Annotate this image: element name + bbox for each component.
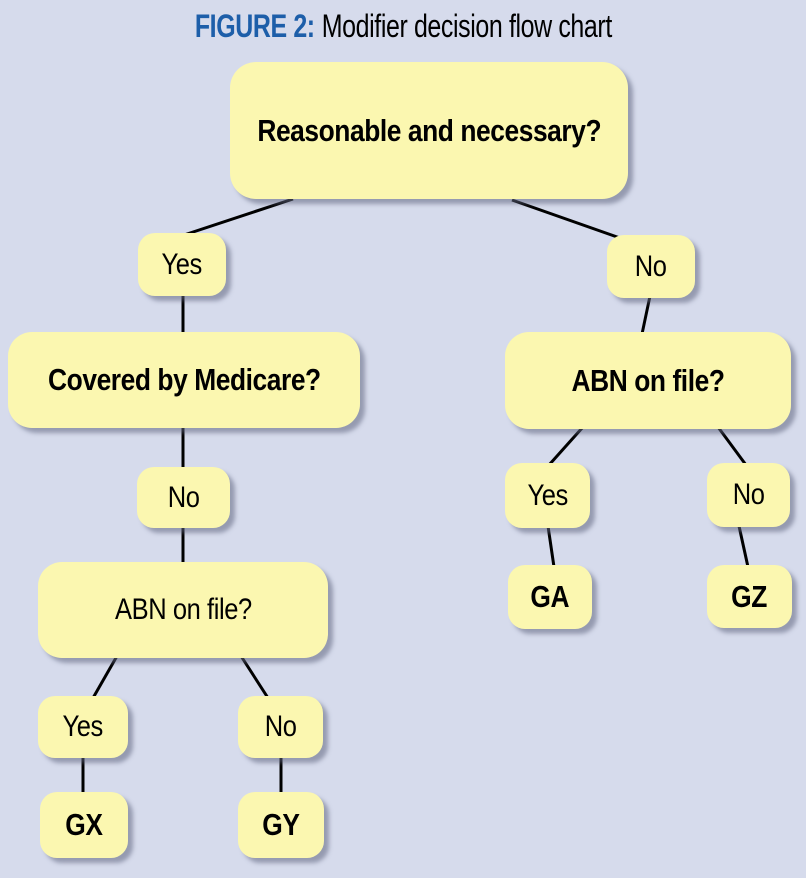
edge-reasonable-to-yes-1 bbox=[180, 197, 294, 238]
figure-label: FIGURE 2: bbox=[194, 8, 315, 44]
flow-node-label-no-left: No bbox=[264, 710, 297, 743]
edge-reasonable-to-no-1 bbox=[511, 198, 621, 240]
flow-node-no-left: No bbox=[238, 696, 323, 758]
flow-node-reasonable: Reasonable and necessary? bbox=[230, 62, 628, 199]
edge-abn-on-file-left-to-no-left bbox=[239, 655, 270, 699]
flow-node-label-modifier-ga: GA bbox=[530, 579, 570, 614]
flow-node-no-right: No bbox=[707, 463, 790, 527]
flow-node-label-yes-left: Yes bbox=[62, 710, 104, 743]
flow-node-label-abn-on-file-left: ABN on file? bbox=[114, 593, 252, 626]
flow-node-label-yes-right: Yes bbox=[527, 478, 568, 512]
flow-node-covered-by-medicare: Covered by Medicare? bbox=[8, 332, 360, 428]
flow-node-no-1: No bbox=[607, 235, 695, 298]
flow-node-label-no-right: No bbox=[732, 478, 765, 511]
flow-node-yes-right: Yes bbox=[505, 463, 590, 528]
flow-node-abn-on-file-left: ABN on file? bbox=[38, 562, 328, 658]
flow-node-modifier-gy: GY bbox=[238, 792, 324, 858]
flow-node-abn-on-file-right: ABN on file? bbox=[505, 332, 791, 429]
flow-node-label-modifier-gz: GZ bbox=[731, 578, 768, 614]
figure-caption-text: FIGURE 2:Modifier decision flow chart bbox=[194, 8, 611, 45]
edge-no-right-to-modifier-gz bbox=[737, 525, 750, 568]
figure-caption: FIGURE 2:Modifier decision flow chart bbox=[0, 8, 806, 45]
figure-title: Modifier decision flow chart bbox=[321, 8, 612, 44]
flow-node-label-covered-by-medicare: Covered by Medicare? bbox=[47, 362, 321, 397]
flow-node-yes-left: Yes bbox=[38, 696, 128, 758]
flow-node-no-2: No bbox=[137, 467, 230, 528]
flow-node-modifier-gz: GZ bbox=[707, 565, 792, 628]
edge-abn-on-file-right-to-no-right bbox=[716, 426, 748, 466]
flow-node-yes-1: Yes bbox=[138, 233, 226, 296]
edge-no-1-to-abn-on-file-right bbox=[640, 295, 652, 335]
flow-node-label-modifier-gx: GX bbox=[65, 807, 103, 842]
flow-node-label-no-1: No bbox=[635, 249, 667, 283]
flow-node-label-modifier-gy: GY bbox=[262, 807, 300, 842]
edge-abn-on-file-left-to-yes-left bbox=[91, 655, 119, 699]
flow-node-label-reasonable: Reasonable and necessary? bbox=[257, 112, 601, 148]
flow-node-modifier-ga: GA bbox=[508, 565, 592, 629]
flow-node-modifier-gx: GX bbox=[40, 792, 128, 858]
edge-abn-on-file-right-to-yes-right bbox=[547, 425, 585, 467]
flow-node-label-yes-1: Yes bbox=[161, 247, 203, 281]
flow-node-label-abn-on-file-right: ABN on file? bbox=[571, 362, 725, 398]
edge-yes-right-to-modifier-ga bbox=[546, 525, 556, 568]
flow-node-label-no-2: No bbox=[167, 480, 200, 514]
